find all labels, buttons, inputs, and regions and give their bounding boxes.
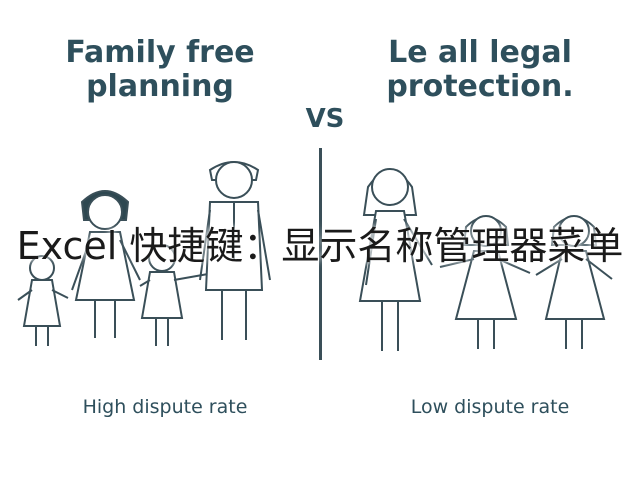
child-figure [139, 244, 209, 346]
girl-figure-1 [439, 215, 531, 349]
left-family-illustration [17, 161, 271, 346]
mother-figure [71, 190, 141, 338]
woman-figure [358, 168, 433, 351]
father-figure [199, 161, 271, 340]
right-family-illustration [358, 168, 613, 351]
right-panel-title: Le all legal protection. [386, 35, 574, 104]
overlay-watermark-text: Excel 快捷键：显示名称管理器菜单 [16, 224, 624, 268]
right-caption: Low dispute rate [410, 396, 570, 418]
center-divider [319, 148, 322, 360]
toddler-figure [17, 255, 69, 346]
left-caption: High dispute rate [82, 396, 248, 418]
left-panel-title: Family free planning [65, 35, 255, 104]
girl-figure-2 [535, 215, 613, 349]
vs-label: VS [305, 104, 345, 134]
